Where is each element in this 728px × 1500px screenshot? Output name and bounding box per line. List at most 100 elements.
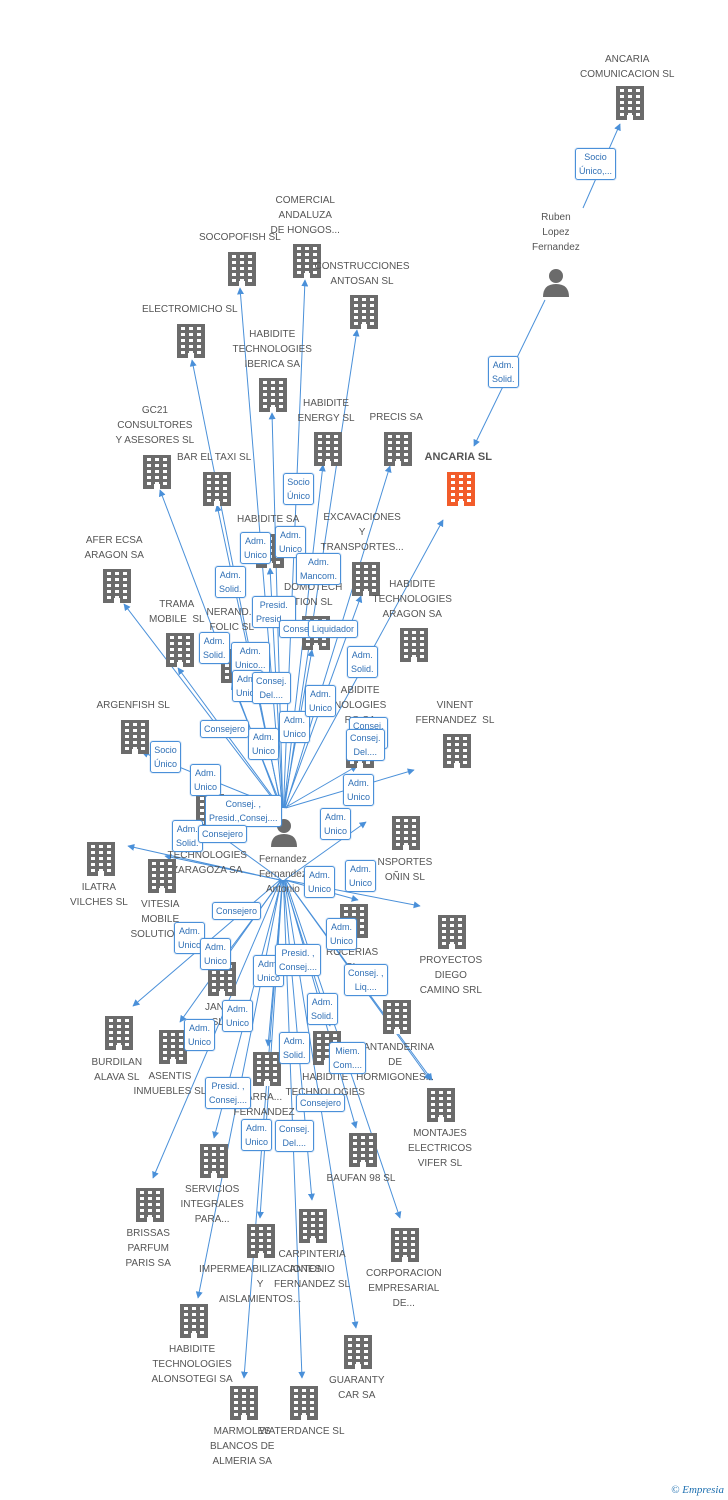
- edge-role-label[interactable]: Adm. Unico: [304, 866, 336, 898]
- edge-role-label[interactable]: Adm. Unico: [320, 808, 352, 840]
- company-habidite_aragon[interactable]: HABIDITE TECHNOLOGIES ARAGON SA: [373, 577, 452, 622]
- edge-role-label[interactable]: Conse: [279, 620, 314, 638]
- edge-role-label[interactable]: Consej. Del....: [252, 672, 291, 704]
- edge-role-label[interactable]: Adm. Unico: [275, 526, 307, 558]
- building-icon[interactable]: [257, 376, 289, 417]
- company-vitesia[interactable]: VITESIA MOBILE SOLUTION...: [131, 897, 190, 942]
- company-habidite_alonsotegi[interactable]: HABIDITE TECHNOLOGIES ALONSOTEGI SA: [152, 1342, 233, 1387]
- company-marmoles[interactable]: MARMOLES BLANCOS DE ALMERIA SA: [210, 1424, 274, 1469]
- building-icon[interactable]: [103, 1014, 135, 1055]
- edge-role-label[interactable]: Adm. Unico: [200, 938, 232, 970]
- building-icon[interactable]: [157, 1028, 189, 1069]
- edge-role-label[interactable]: Consejero: [198, 825, 248, 843]
- company-proyectos_diego[interactable]: PROYECTOS DIEGO CAMINO SRL: [420, 953, 483, 998]
- company-argenfish[interactable]: ARGENFISH SL: [97, 698, 170, 713]
- building-icon[interactable]: [119, 718, 151, 759]
- building-icon[interactable]: [146, 857, 178, 898]
- person-antonio[interactable]: Fernandez Fernandez Antonio: [259, 852, 307, 897]
- edge-role-label[interactable]: Consej. , Presid.,Consej....: [205, 795, 282, 827]
- company-habidite_tech4[interactable]: HABIDITE TECHNOLOGIES: [286, 1070, 365, 1100]
- company-construcciones_antosan[interactable]: CONSTRUCCIONES ANTOSAN SL: [315, 259, 410, 289]
- edge-role-label[interactable]: Socio Único: [150, 741, 182, 773]
- company-guaranty[interactable]: GUARANTY CAR SA: [329, 1373, 385, 1403]
- company-habidite_zaragoza[interactable]: TECHNOLOGIES ZARAGOZA SA: [168, 848, 247, 878]
- company-jans[interactable]: JANS SL: [205, 1000, 231, 1030]
- company-trama_mobile[interactable]: TRAMA MOBILE SL: [149, 597, 205, 627]
- company-vinent[interactable]: VINENT FERNANDEZ SL: [416, 698, 495, 728]
- edge-role-label[interactable]: Adm. Unico: [345, 860, 377, 892]
- building-icon[interactable]: [141, 453, 173, 494]
- company-baufan[interactable]: BAUFAN 98 SL: [327, 1171, 396, 1186]
- company-excavaciones[interactable]: EXCAVACIONES Y TRANSPORTES...: [321, 510, 404, 555]
- company-habidite_iberica[interactable]: HABIDITE TECHNOLOGIES IBERICA SA: [233, 327, 312, 372]
- edge-role-label[interactable]: Adm. Unico: [240, 532, 272, 564]
- company-carpinteria[interactable]: CARPINTERIA ANTONIO FERNANDEZ SL: [274, 1247, 350, 1292]
- edge-role-label[interactable]: Adm. Solid.: [215, 566, 246, 598]
- building-icon[interactable]: [425, 1086, 457, 1127]
- building-icon[interactable]: [614, 84, 646, 125]
- company-burdilan[interactable]: BURDILAN ALAVA SL: [92, 1055, 143, 1085]
- company-precis[interactable]: PRECIS SA: [370, 410, 423, 425]
- person-ruben[interactable]: Ruben Lopez Fernandez: [532, 210, 580, 255]
- building-icon[interactable]: [441, 732, 473, 773]
- company-waterdance[interactable]: WATERDANCE SL: [260, 1424, 345, 1439]
- company-gc21[interactable]: GC21 CONSULTORES Y ASESORES SL: [116, 403, 195, 448]
- edge-role-label[interactable]: Adm. Unico: [305, 685, 337, 717]
- building-icon[interactable]: [342, 1333, 374, 1374]
- company-montajes[interactable]: MONTAJES ELECTRICOS VIFER SL: [408, 1126, 472, 1171]
- building-icon[interactable]: [389, 1226, 421, 1267]
- edge-role-label[interactable]: Liquidador: [308, 620, 359, 638]
- building-icon[interactable]: [85, 840, 117, 881]
- edge-role-label[interactable]: Adm. Solid.: [347, 646, 378, 678]
- building-icon[interactable]: [291, 242, 323, 283]
- company-asentis[interactable]: ASENTIS INMUEBLES SL: [134, 1069, 207, 1099]
- company-impermeabilizaciones[interactable]: IMPERMEABILIZACIONES Y AISLAMIENTOS...: [199, 1262, 321, 1307]
- building-icon[interactable]: [228, 1384, 260, 1425]
- building-icon[interactable]: [350, 560, 382, 601]
- edge-role-label[interactable]: Adm. Unico: [326, 918, 358, 950]
- company-ancaria_sl[interactable]: ANCARIA SL: [425, 450, 492, 465]
- building-icon[interactable]: [175, 322, 207, 363]
- edge-role-label[interactable]: Socio Único,...: [575, 148, 617, 180]
- edge-role-label[interactable]: Adm. Unico: [343, 774, 375, 806]
- edge-role-label[interactable]: Adm. Mancom.: [296, 553, 342, 585]
- edge-role-label[interactable]: Consej. Del....: [275, 1120, 314, 1152]
- company-habidite_energy[interactable]: HABIDITE ENERGY SL: [298, 396, 355, 426]
- company-corporacion[interactable]: CORPORACION EMPRESARIAL DE...: [366, 1266, 442, 1311]
- edge-role-label[interactable]: Adm. Unico: [184, 1019, 216, 1051]
- company-habidite_sa[interactable]: HABIDITE SA: [237, 512, 299, 527]
- edge-role-label[interactable]: Consej. Del....: [346, 729, 385, 761]
- edge-role-label[interactable]: Adm. Solid.: [488, 356, 519, 388]
- building-icon[interactable]: [101, 567, 133, 608]
- building-icon[interactable]: [178, 1302, 210, 1343]
- company-carrasco[interactable]: ARRA... FERNANDEZ: [234, 1090, 295, 1120]
- building-icon[interactable]: [382, 430, 414, 471]
- building-icon[interactable]: [390, 814, 422, 855]
- company-generando[interactable]: NERAND... FOLIC SL: [207, 605, 258, 635]
- building-icon[interactable]: [251, 1050, 283, 1091]
- edge-role-label[interactable]: Adm. Unico: [222, 1000, 254, 1032]
- edge-role-label[interactable]: Adm. Solid.: [199, 632, 230, 664]
- company-cantanderina[interactable]: CANTANDERINA DE HORMIGONES...: [356, 1040, 434, 1085]
- building-icon[interactable]: [445, 470, 477, 511]
- edge-role-label[interactable]: Adm. Solid.: [307, 993, 338, 1025]
- edge-role-label[interactable]: Consejero: [212, 902, 262, 920]
- building-icon[interactable]: [436, 913, 468, 954]
- edge-role-label[interactable]: Adm. Unico: [190, 764, 222, 796]
- edge-role-label[interactable]: Adm. Solid.: [172, 820, 203, 852]
- company-bar_taxi[interactable]: BAR EL TAXI SL: [177, 450, 251, 465]
- building-icon[interactable]: [297, 1207, 329, 1248]
- building-icon[interactable]: [381, 998, 413, 1039]
- edge-role-label[interactable]: Consejero: [200, 720, 250, 738]
- company-servicios_integrales[interactable]: SERVICIOS INTEGRALES PARA...: [181, 1182, 244, 1227]
- company-electromicho[interactable]: ELECTROMICHO SL: [142, 302, 238, 317]
- edge-role-label[interactable]: Adm. Unico: [241, 1119, 273, 1151]
- edge-role-label[interactable]: Socio Único: [283, 473, 315, 505]
- edge-role-label[interactable]: Adm. Unico: [279, 711, 311, 743]
- building-icon[interactable]: [245, 1222, 277, 1263]
- building-icon[interactable]: [134, 1186, 166, 1227]
- building-icon[interactable]: [398, 626, 430, 667]
- edge-role-label[interactable]: Consej. , Liq....: [344, 964, 388, 996]
- edge-role-label[interactable]: Miem. Com....: [329, 1042, 367, 1074]
- edge-role-label[interactable]: Presid. , Consej....: [275, 944, 322, 976]
